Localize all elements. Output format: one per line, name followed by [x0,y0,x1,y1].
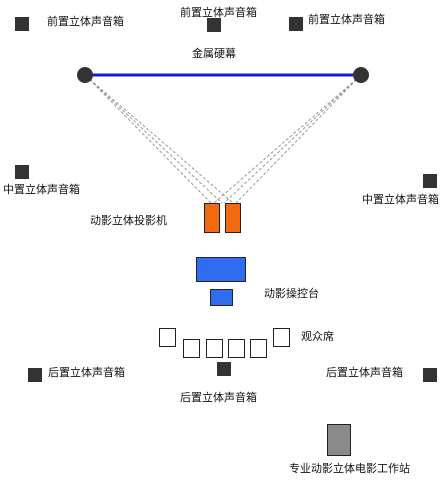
front-right-speaker [289,17,303,31]
screen-mount-right [353,67,369,83]
console-label: 动影操控台 [264,287,319,300]
beam-line [213,75,361,204]
audience-label: 观众席 [301,330,334,343]
projector-right-lens [225,203,241,233]
audience-seat [228,339,245,358]
front-left-speaker-label: 前置立体声音箱 [47,15,124,28]
rear-right-speaker [423,368,437,382]
mid-left-speaker [15,165,29,179]
front-right-speaker-label: 前置立体声音箱 [308,13,385,26]
mid-left-speaker-label: 中置立体声音箱 [3,183,80,196]
mid-right-speaker [423,174,437,188]
screen-mount-left [77,67,93,83]
rear-right-speaker-label: 后置立体声音箱 [326,366,403,379]
beam-line [85,75,234,204]
audience-seat [183,339,200,358]
projection-beams [85,75,361,204]
console-small [210,289,233,306]
front-center-speaker [207,18,221,32]
console-main [196,257,246,282]
workstation [327,424,351,456]
audience-seat [273,328,290,347]
rear-left-speaker [28,368,42,382]
audience-seat [159,328,176,347]
beam-line [223,75,361,204]
audience-seat [206,339,223,358]
rear-center-speaker-label: 后置立体声音箱 [180,391,257,404]
workstation-label: 专业动影立体电影工作站 [289,462,410,475]
beam-line [85,75,212,204]
front-center-speaker-label: 前置立体声音箱 [180,6,257,19]
rear-left-speaker-label: 后置立体声音箱 [48,366,125,379]
beam-line [85,75,223,204]
rear-center-speaker [217,362,231,376]
mid-right-speaker-label: 中置立体声音箱 [362,193,439,206]
beam-line [235,75,361,204]
screen-label: 金属硬幕 [192,47,236,60]
projector-left-lens [204,203,220,233]
front-left-speaker [15,17,29,31]
projector-label: 动影立体投影机 [90,214,167,227]
audience-seat [250,339,267,358]
